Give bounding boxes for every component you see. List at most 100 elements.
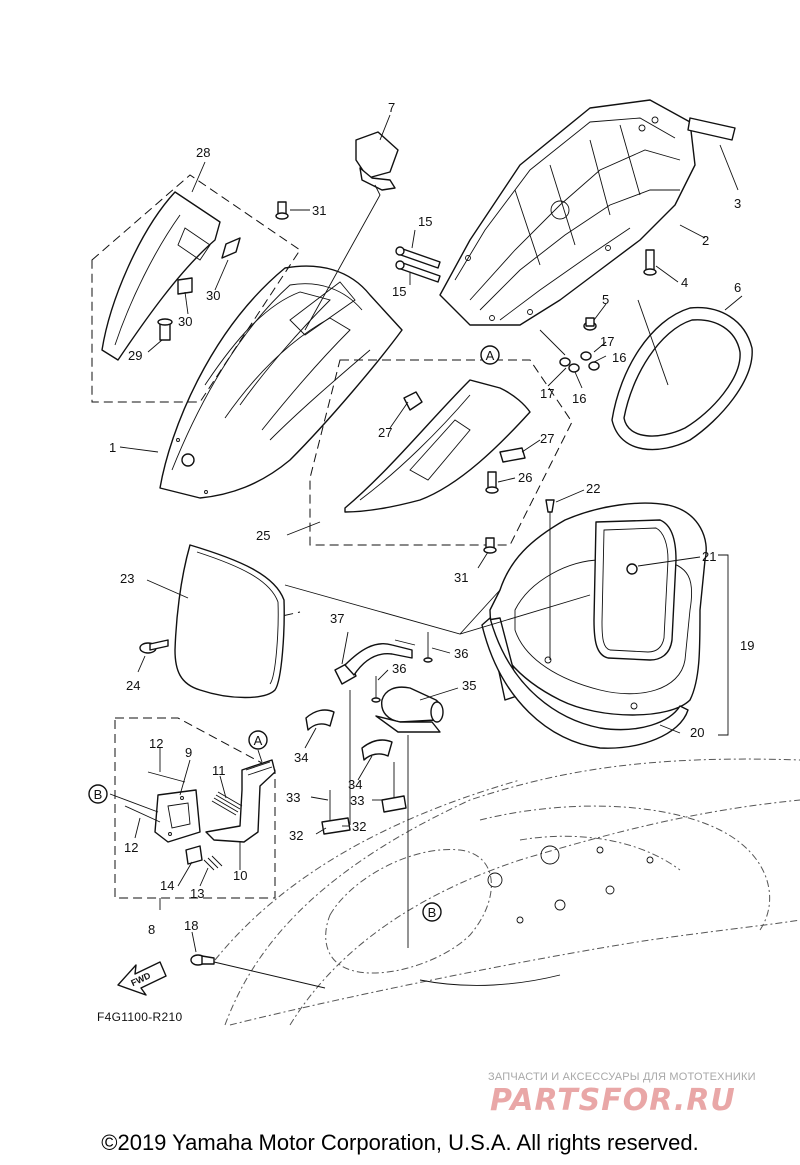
callout-22: 22 [586, 481, 600, 496]
plate-23-part [174, 544, 285, 699]
callout-13: 13 [190, 886, 204, 901]
ref-circle-a1 [480, 345, 500, 365]
callout-28: 28 [196, 145, 210, 160]
screw-29 [157, 318, 173, 341]
callout-21: 21 [702, 549, 716, 564]
callout-3: 3 [734, 196, 741, 211]
callout-18: 18 [184, 918, 198, 933]
strap-37-part [334, 639, 416, 685]
mount-32-33-left [321, 790, 351, 835]
callout-27b: 27 [540, 431, 554, 446]
deck-frame-2-part [439, 99, 696, 326]
callout-15b: 15 [392, 284, 406, 299]
callout-33b: 33 [350, 793, 364, 808]
group-28-outline [91, 174, 301, 403]
callout-8: 8 [148, 922, 155, 937]
callout-29: 29 [128, 348, 142, 363]
ref-circle-b2 [422, 902, 442, 922]
copyright-notice: ©2019 Yamaha Motor Corporation, U.S.A. A… [101, 1130, 699, 1155]
callout-10: 10 [233, 868, 247, 883]
ref-circle-a2 [248, 730, 268, 750]
gasket-6-part [611, 299, 753, 451]
callout-34b: 34 [348, 777, 362, 792]
spring-13-14 [185, 845, 223, 871]
callout-25: 25 [256, 528, 270, 543]
fwd-arrow-icon: FWD [117, 961, 167, 996]
mount-32-33-right [381, 762, 407, 813]
bracket-7-part [304, 131, 399, 331]
clip-34b [361, 739, 393, 761]
spring-11-part [211, 791, 243, 816]
pin-4-part [643, 249, 657, 276]
callout-6: 6 [734, 280, 741, 295]
callout-32b: 32 [352, 819, 366, 834]
callout-16a: 16 [612, 350, 626, 365]
callout-12a: 12 [149, 736, 163, 751]
callout-16b: 16 [572, 391, 586, 406]
group-8-outline [114, 717, 276, 899]
side-cover-28-part [101, 191, 241, 361]
screw-31-upper [275, 201, 289, 220]
ref-a1: A [486, 348, 495, 363]
callout-31a: 31 [312, 203, 326, 218]
screw-24 [139, 639, 169, 654]
callout-1: 1 [109, 440, 116, 455]
callout-12b: 12 [124, 840, 138, 855]
callout-11: 11 [212, 763, 226, 778]
screw-26 [485, 471, 499, 494]
callout-36a: 36 [392, 661, 406, 676]
watermark-logo: PARTSFOR.RU [490, 1083, 736, 1118]
clip-34a [305, 709, 335, 731]
callout-4: 4 [681, 275, 688, 290]
callout-17a: 17 [600, 334, 614, 349]
group-25-outline [309, 359, 573, 546]
watermark-subtitle: ЗАПЧАСТИ И АКСЕССУАРЫ ДЛЯ МОТОТЕХНИКИ [488, 1071, 756, 1083]
ref-circle-b1 [88, 784, 108, 804]
callout-numbers: 1 2 3 4 5 6 7 8 9 10 11 12 12 13 14 15 1… [109, 100, 754, 937]
callout-37: 37 [330, 611, 344, 626]
callout-17b: 17 [540, 386, 554, 401]
callout-35: 35 [462, 678, 476, 693]
callout-7: 7 [388, 100, 395, 115]
callout-36b: 36 [454, 646, 468, 661]
callout-20: 20 [690, 725, 704, 740]
ref-a2: A [254, 733, 263, 748]
callout-14: 14 [160, 878, 174, 893]
screw-5 [583, 317, 597, 331]
callout-33a: 33 [286, 790, 300, 805]
pins-12 [124, 771, 186, 823]
side-cover-27-part [344, 379, 531, 513]
callout-23: 23 [120, 571, 134, 586]
callout-5: 5 [602, 292, 609, 307]
storage-bin-19-part [481, 502, 707, 749]
hull-outline [214, 758, 800, 1026]
callout-30b: 30 [178, 314, 192, 329]
callout-30a: 30 [206, 288, 220, 303]
pins-36 [371, 632, 433, 703]
callout-15a: 15 [418, 214, 432, 229]
callout-2: 2 [702, 233, 709, 248]
screw-31-lower [483, 537, 497, 554]
latch-9-part [154, 789, 201, 843]
canister-35-part [375, 686, 444, 733]
callout-32a: 32 [289, 828, 303, 843]
callout-leaders [109, 114, 743, 953]
bolts-15 [395, 246, 441, 283]
front-hood-part [159, 265, 403, 499]
callout-34a: 34 [294, 750, 308, 765]
diagram-code: F4G1100-R210 [97, 1010, 183, 1024]
pin-22 [545, 499, 555, 660]
nuts-16-17 [539, 329, 600, 373]
strip-3-part [687, 117, 736, 141]
callout-19: 19 [740, 638, 754, 653]
callout-9: 9 [185, 745, 192, 760]
ref-b2: B [428, 905, 437, 920]
screw-18 [190, 954, 326, 989]
callout-27a: 27 [378, 425, 392, 440]
callout-31b: 31 [454, 570, 468, 585]
callout-26: 26 [518, 470, 532, 485]
lever-10-part [205, 759, 276, 843]
callout-24: 24 [126, 678, 140, 693]
ref-b1: B [94, 787, 103, 802]
